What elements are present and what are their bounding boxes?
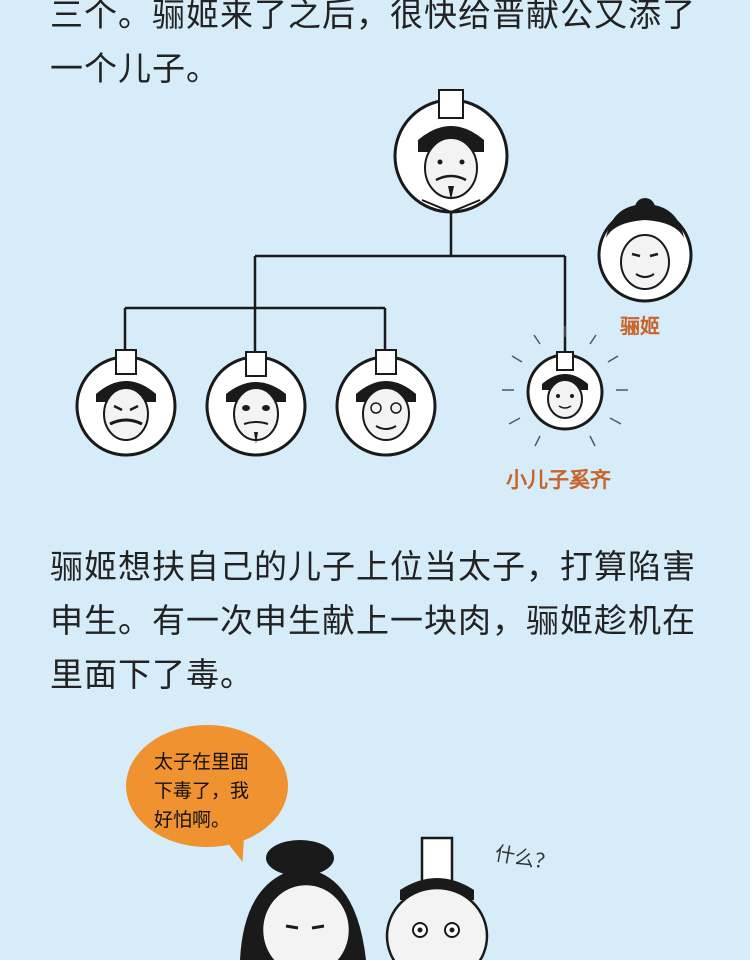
youngest-son-portrait — [502, 326, 628, 447]
speech-bubble-text: 太子在里面 下毒了，我 好怕啊。 — [154, 748, 272, 835]
tree-connectors — [123, 212, 567, 362]
duke-bottom-figure — [385, 836, 489, 960]
father-portrait — [393, 89, 509, 214]
intro-paragraph: 三个。骊姬来了之后，很快给晋献公又添了 一个儿子。 — [50, 0, 710, 96]
story-line: 骊姬想扶自己的儿子上位当太子，打算陷害 — [50, 547, 696, 586]
son-portrait-1 — [75, 349, 177, 457]
son-portrait-3 — [335, 349, 437, 457]
son-portrait-2 — [205, 351, 307, 457]
speech-line: 下毒了，我 — [154, 780, 250, 802]
liji-bottom-figure — [240, 840, 366, 960]
speech-bubble — [126, 725, 288, 847]
intro-line: 一个儿子。 — [50, 49, 220, 88]
liji-label: 骊姬 — [620, 314, 660, 338]
story-line: 里面下了毒。 — [50, 655, 254, 694]
youngest-son-label: 小儿子奚齐 — [506, 468, 611, 492]
intro-line: 三个。骊姬来了之后，很快给晋献公又添了 — [50, 0, 696, 34]
speech-line: 好怕啊。 — [154, 809, 231, 831]
story-paragraph: 骊姬想扶自己的儿子上位当太子，打算陷害 申生。有一次申生献上一块肉，骊姬趁机在 … — [50, 540, 710, 702]
speech-line: 太子在里面 — [154, 751, 250, 773]
story-line: 申生。有一次申生献上一块肉，骊姬趁机在 — [50, 601, 696, 640]
liji-portrait — [597, 198, 693, 303]
